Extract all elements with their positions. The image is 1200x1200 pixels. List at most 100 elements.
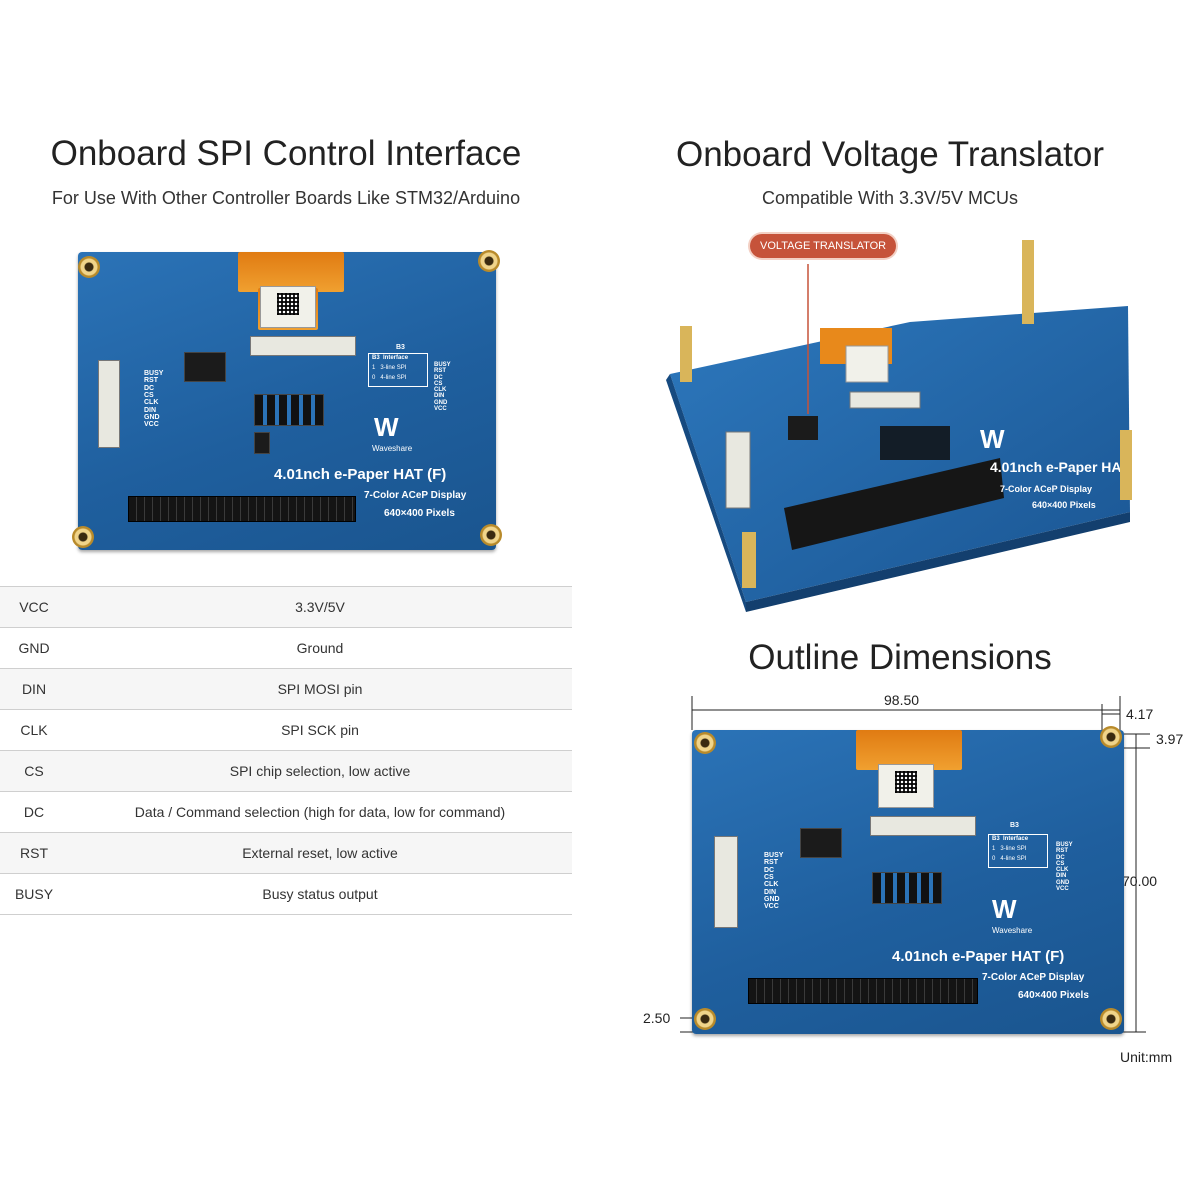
standoff-icon — [1100, 1008, 1122, 1030]
voltage-section-subtitle: Compatible With 3.3V/5V MCUs — [761, 188, 1019, 208]
pin-labels-left: BUSY RST DC CS CLK DIN GND VCC — [144, 370, 163, 429]
pin-label: CLK — [764, 881, 779, 889]
board-image-perspective: W 4.01nch e-Paper HAT (F) 7-Color ACeP D… — [666, 240, 1140, 612]
table-cell: 0 — [992, 856, 996, 862]
standoff-icon — [78, 256, 100, 278]
table-cell: 3-line SPI — [380, 365, 407, 371]
interface-table: B3 Interface 1 3-line SPI 0 4-line SPI — [988, 834, 1048, 868]
qr-label — [260, 286, 316, 328]
board-image-front: BUSY RST DC CS CLK DIN GND VCC B3 B3 Int… — [78, 252, 496, 550]
voltage-translator-chip — [184, 352, 226, 382]
jumper-label: B3 — [396, 344, 405, 351]
table-cell: 4-line SPI — [380, 375, 407, 381]
voltage-translator-callout: VOLTAGE TRANSLATOR — [750, 234, 897, 258]
gpio-header — [128, 496, 356, 522]
board-edge — [746, 512, 1130, 612]
pin-name: DIN — [0, 668, 68, 710]
inductor — [254, 432, 270, 454]
pin-name: VCC — [0, 586, 68, 628]
board-name: 4.01nch e-Paper HAT (F) — [892, 948, 1065, 965]
hole-offset-bottom-value: 2.50 — [643, 1010, 671, 1026]
voltage-section-title: Onboard Voltage Translator — [675, 135, 1105, 174]
spi-section-title: Onboard SPI Control Interface — [50, 134, 522, 173]
pin-label: BUSY — [434, 362, 451, 368]
standoff-icon — [742, 532, 756, 588]
fpc-connector — [870, 816, 976, 836]
interface-row: 1 3-line SPI — [992, 846, 1026, 852]
pin-label: DC — [434, 374, 443, 381]
pin-name: CS — [0, 750, 68, 792]
table-cell: 0 — [372, 375, 376, 381]
spi-section-subtitle: For Use With Other Controller Boards Lik… — [51, 188, 521, 208]
pin-labels-right: BUSY RST DC CS CLK DIN GND VCC — [434, 362, 451, 412]
pin-name: BUSY — [0, 873, 68, 915]
standoff-icon — [680, 326, 692, 382]
pin-label: CLK — [144, 399, 159, 407]
pin-label: VCC — [144, 421, 159, 429]
pin-label: DIN — [764, 888, 777, 896]
board-subtitle: 7-Color ACeP Display — [364, 490, 467, 501]
pin-description: Ground — [68, 627, 572, 669]
pin-label: VCC — [434, 406, 447, 413]
pin-description: SPI SCK pin — [68, 709, 572, 751]
table-cell: 1 — [992, 846, 996, 852]
dimensions-title: Outline Dimensions — [748, 638, 1052, 677]
voltage-translator-chip — [788, 416, 818, 440]
height-value: 70.00 — [1122, 873, 1158, 889]
gpio-header — [784, 458, 1004, 550]
pin-label: VCC — [764, 903, 779, 911]
standoff-icon — [694, 1008, 716, 1030]
standoff-icon — [72, 526, 94, 548]
board-resolution: 640×400 Pixels — [1018, 990, 1089, 1001]
pin-label: GND — [434, 399, 448, 406]
qr-label — [878, 764, 934, 808]
board-resolution: 640×400 Pixels — [1032, 500, 1096, 510]
unit-label: Unit:mm — [1120, 1049, 1173, 1065]
pin-description: SPI chip selection, low active — [68, 750, 572, 792]
interface-table: B3 Interface 1 3-line SPI 0 4-line SPI — [368, 353, 428, 387]
side-connector — [98, 360, 120, 448]
table-cell: Interface — [1003, 836, 1029, 842]
component-array — [872, 872, 942, 904]
pin-label: DIN — [144, 406, 157, 414]
pin-label: GND — [144, 414, 160, 422]
pin-label: BUSY — [144, 370, 164, 377]
interface-table-header: B3 Interface — [992, 836, 1028, 842]
pin-label: BUSY — [1056, 842, 1073, 848]
board-subtitle: 7-Color ACeP Display — [1000, 484, 1092, 494]
side-connector — [714, 836, 738, 928]
pin-name: CLK — [0, 709, 68, 751]
waveshare-logo: W — [374, 412, 399, 442]
pin-name: DC — [0, 791, 68, 833]
table-cell: 3-line SPI — [1000, 846, 1027, 852]
interface-row: 1 3-line SPI — [372, 365, 406, 371]
board-name: 4.01nch e-Paper HAT (F) — [990, 459, 1140, 475]
hole-offset-x-value: 4.17 — [1126, 706, 1154, 722]
pin-label: DC — [1056, 854, 1065, 861]
interface-row: 0 4-line SPI — [992, 856, 1026, 862]
pin-label: RST — [764, 859, 778, 867]
pin-label: RST — [434, 368, 446, 375]
pin-label: CS — [144, 392, 154, 400]
standoff-icon — [694, 732, 716, 754]
standoff-icon — [478, 250, 500, 272]
pin-label: CLK — [434, 387, 447, 394]
fpc-cable — [856, 730, 962, 770]
table-cell: 4-line SPI — [1000, 856, 1027, 862]
table-cell: B3 — [992, 836, 1000, 842]
standoff-icon — [1120, 430, 1132, 500]
pin-label: DIN — [1056, 873, 1067, 880]
board-subtitle: 7-Color ACeP Display — [982, 972, 1085, 983]
brand-label: Waveshare — [992, 926, 1033, 935]
interface-row: 0 4-line SPI — [372, 375, 406, 381]
table-cell: B3 — [372, 355, 380, 361]
pin-label: GND — [764, 896, 780, 904]
pin-label: VCC — [1056, 886, 1069, 893]
brand-label: Waveshare — [372, 444, 413, 453]
pin-label: DC — [144, 384, 155, 392]
